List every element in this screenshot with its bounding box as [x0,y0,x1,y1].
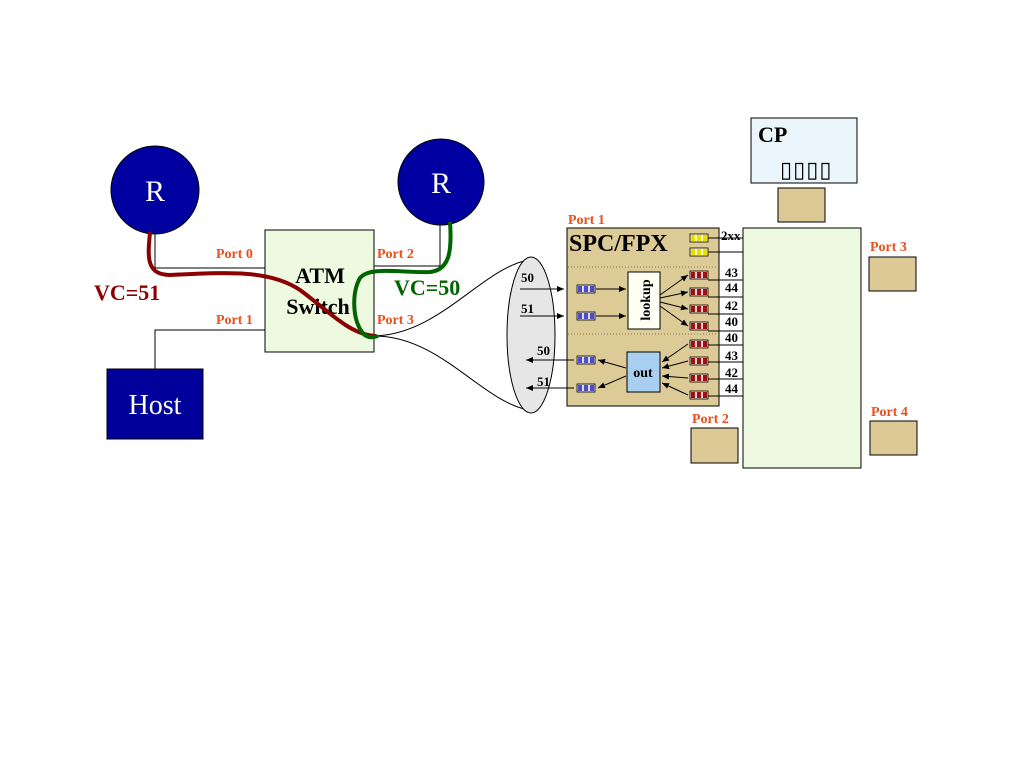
router-port3-box [868,256,917,292]
output-queues [689,270,709,400]
router-port3-label: Port 3 [870,240,907,255]
out-block-arrows [597,343,689,396]
router-right-label: R [431,167,451,200]
spc-port1-label: Port 1 [568,213,605,228]
label-2xx: 2xx [721,228,741,243]
wire-port3-to-link-bottom [373,335,529,411]
wire-port3-to-link-top [373,259,529,337]
switch-port3-label: Port 3 [377,313,414,328]
router-left-label: R [145,175,165,208]
vc50-path [352,221,453,340]
wire-host-to-port1 [154,329,265,370]
upper-vc-0: 43 [725,265,739,280]
cp-port-box [777,187,826,223]
upper-vc-labels: 43 44 42 40 [725,265,739,329]
queue-out-51 [576,383,596,393]
lower-vc-3: 44 [725,381,739,396]
router-body [742,227,862,469]
upper-vc-2: 42 [725,298,738,313]
cp-glyphs: ▯▯▯▯ [780,157,832,182]
spc-title: SPC/FPX [569,231,668,257]
queue-to-router-lines [708,237,744,397]
lookup-label: lookup [639,279,654,320]
cp-box: CP ▯▯▯▯ [750,117,858,184]
queue-in-50 [576,284,596,294]
lookup-output-arrows [659,274,689,327]
link-ellipse [506,256,556,414]
switch-port2-label: Port 2 [377,247,414,262]
lower-vc-labels: 40 43 42 44 [725,330,739,396]
cp-label: CP [758,122,787,147]
atm-switch-label-1: ATM [295,263,345,288]
switch-port0-label: Port 0 [216,247,253,262]
router-port4-label: Port 4 [871,405,908,420]
lower-vc-2: 42 [725,365,738,380]
host: Host [106,368,204,440]
upper-vc-1: 44 [725,280,739,295]
queues-2xx [689,233,709,257]
out-block: out [626,351,661,393]
input-queues [576,284,596,393]
upper-vc-3: 40 [725,314,738,329]
switch-port1-label: Port 1 [216,313,253,328]
lower-vc-1: 43 [725,348,739,363]
out-label: out [633,366,653,381]
router-port4-box [869,420,918,456]
incoming-links [520,286,574,391]
queue-out-50 [576,355,596,365]
lookup-input-arrows [596,286,626,319]
link-vc-out-50: 50 [537,343,550,358]
queue-in-51 [576,311,596,321]
lookup-block: lookup [627,271,661,330]
vc51-label: VC=51 [94,280,160,305]
router-port2-box [690,427,739,464]
link-vc-in-50: 50 [521,270,534,285]
router-left: R [110,145,200,235]
vc50-label: VC=50 [394,275,460,300]
host-label: Host [129,390,182,421]
vc51-path [146,231,377,338]
router-right: R [397,138,485,226]
link-vc-in-51: 51 [521,301,534,316]
lower-vc-0: 40 [725,330,738,345]
router-port2-label: Port 2 [692,412,729,427]
link-vc-out-51: 51 [537,374,550,389]
